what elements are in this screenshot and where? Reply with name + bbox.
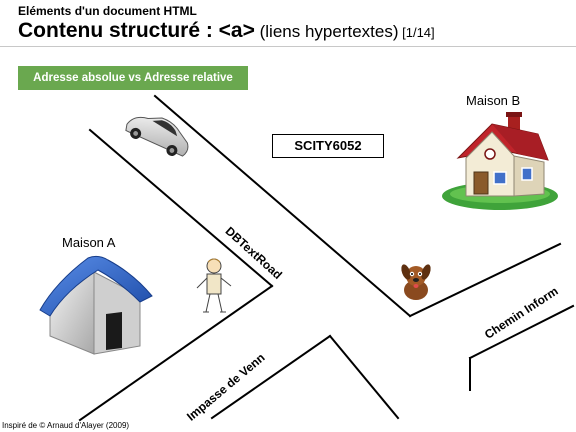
road-edge-impasse-lower (210, 334, 332, 420)
road-edge-chemin-lower (468, 304, 575, 360)
slide-title-sub: (liens hypertextes) (254, 22, 399, 41)
road-edge-main-lower (88, 128, 274, 288)
slide-page-indicator: [1/14] (398, 25, 435, 40)
code-label-box: SCITY6052 (272, 134, 384, 158)
road-edge-main-upper-right (408, 242, 562, 318)
road-edge-main-upper (153, 94, 412, 318)
slide-title-main: Contenu structuré : <a> (18, 19, 255, 42)
person-icon (196, 258, 232, 313)
house-a-icon (39, 255, 153, 355)
pre-title: Eléments d'un document HTML (18, 4, 197, 18)
dog-icon (401, 264, 431, 300)
topic-badge: Adresse absolue vs Adresse relative (18, 66, 248, 90)
road-edge-impasse-upper (78, 284, 274, 422)
house-a-label: Maison A (62, 235, 116, 250)
road-edge-corner-right (328, 334, 400, 420)
house-b-icon (442, 112, 558, 210)
credit-note: Inspiré de © Arnaud d'Alayer (2009) (2, 421, 130, 430)
car-icon (125, 116, 189, 157)
slide-title: Contenu structuré : <a> (liens hypertext… (18, 18, 435, 46)
house-b-label: Maison B (466, 93, 521, 108)
title-divider (0, 46, 576, 47)
